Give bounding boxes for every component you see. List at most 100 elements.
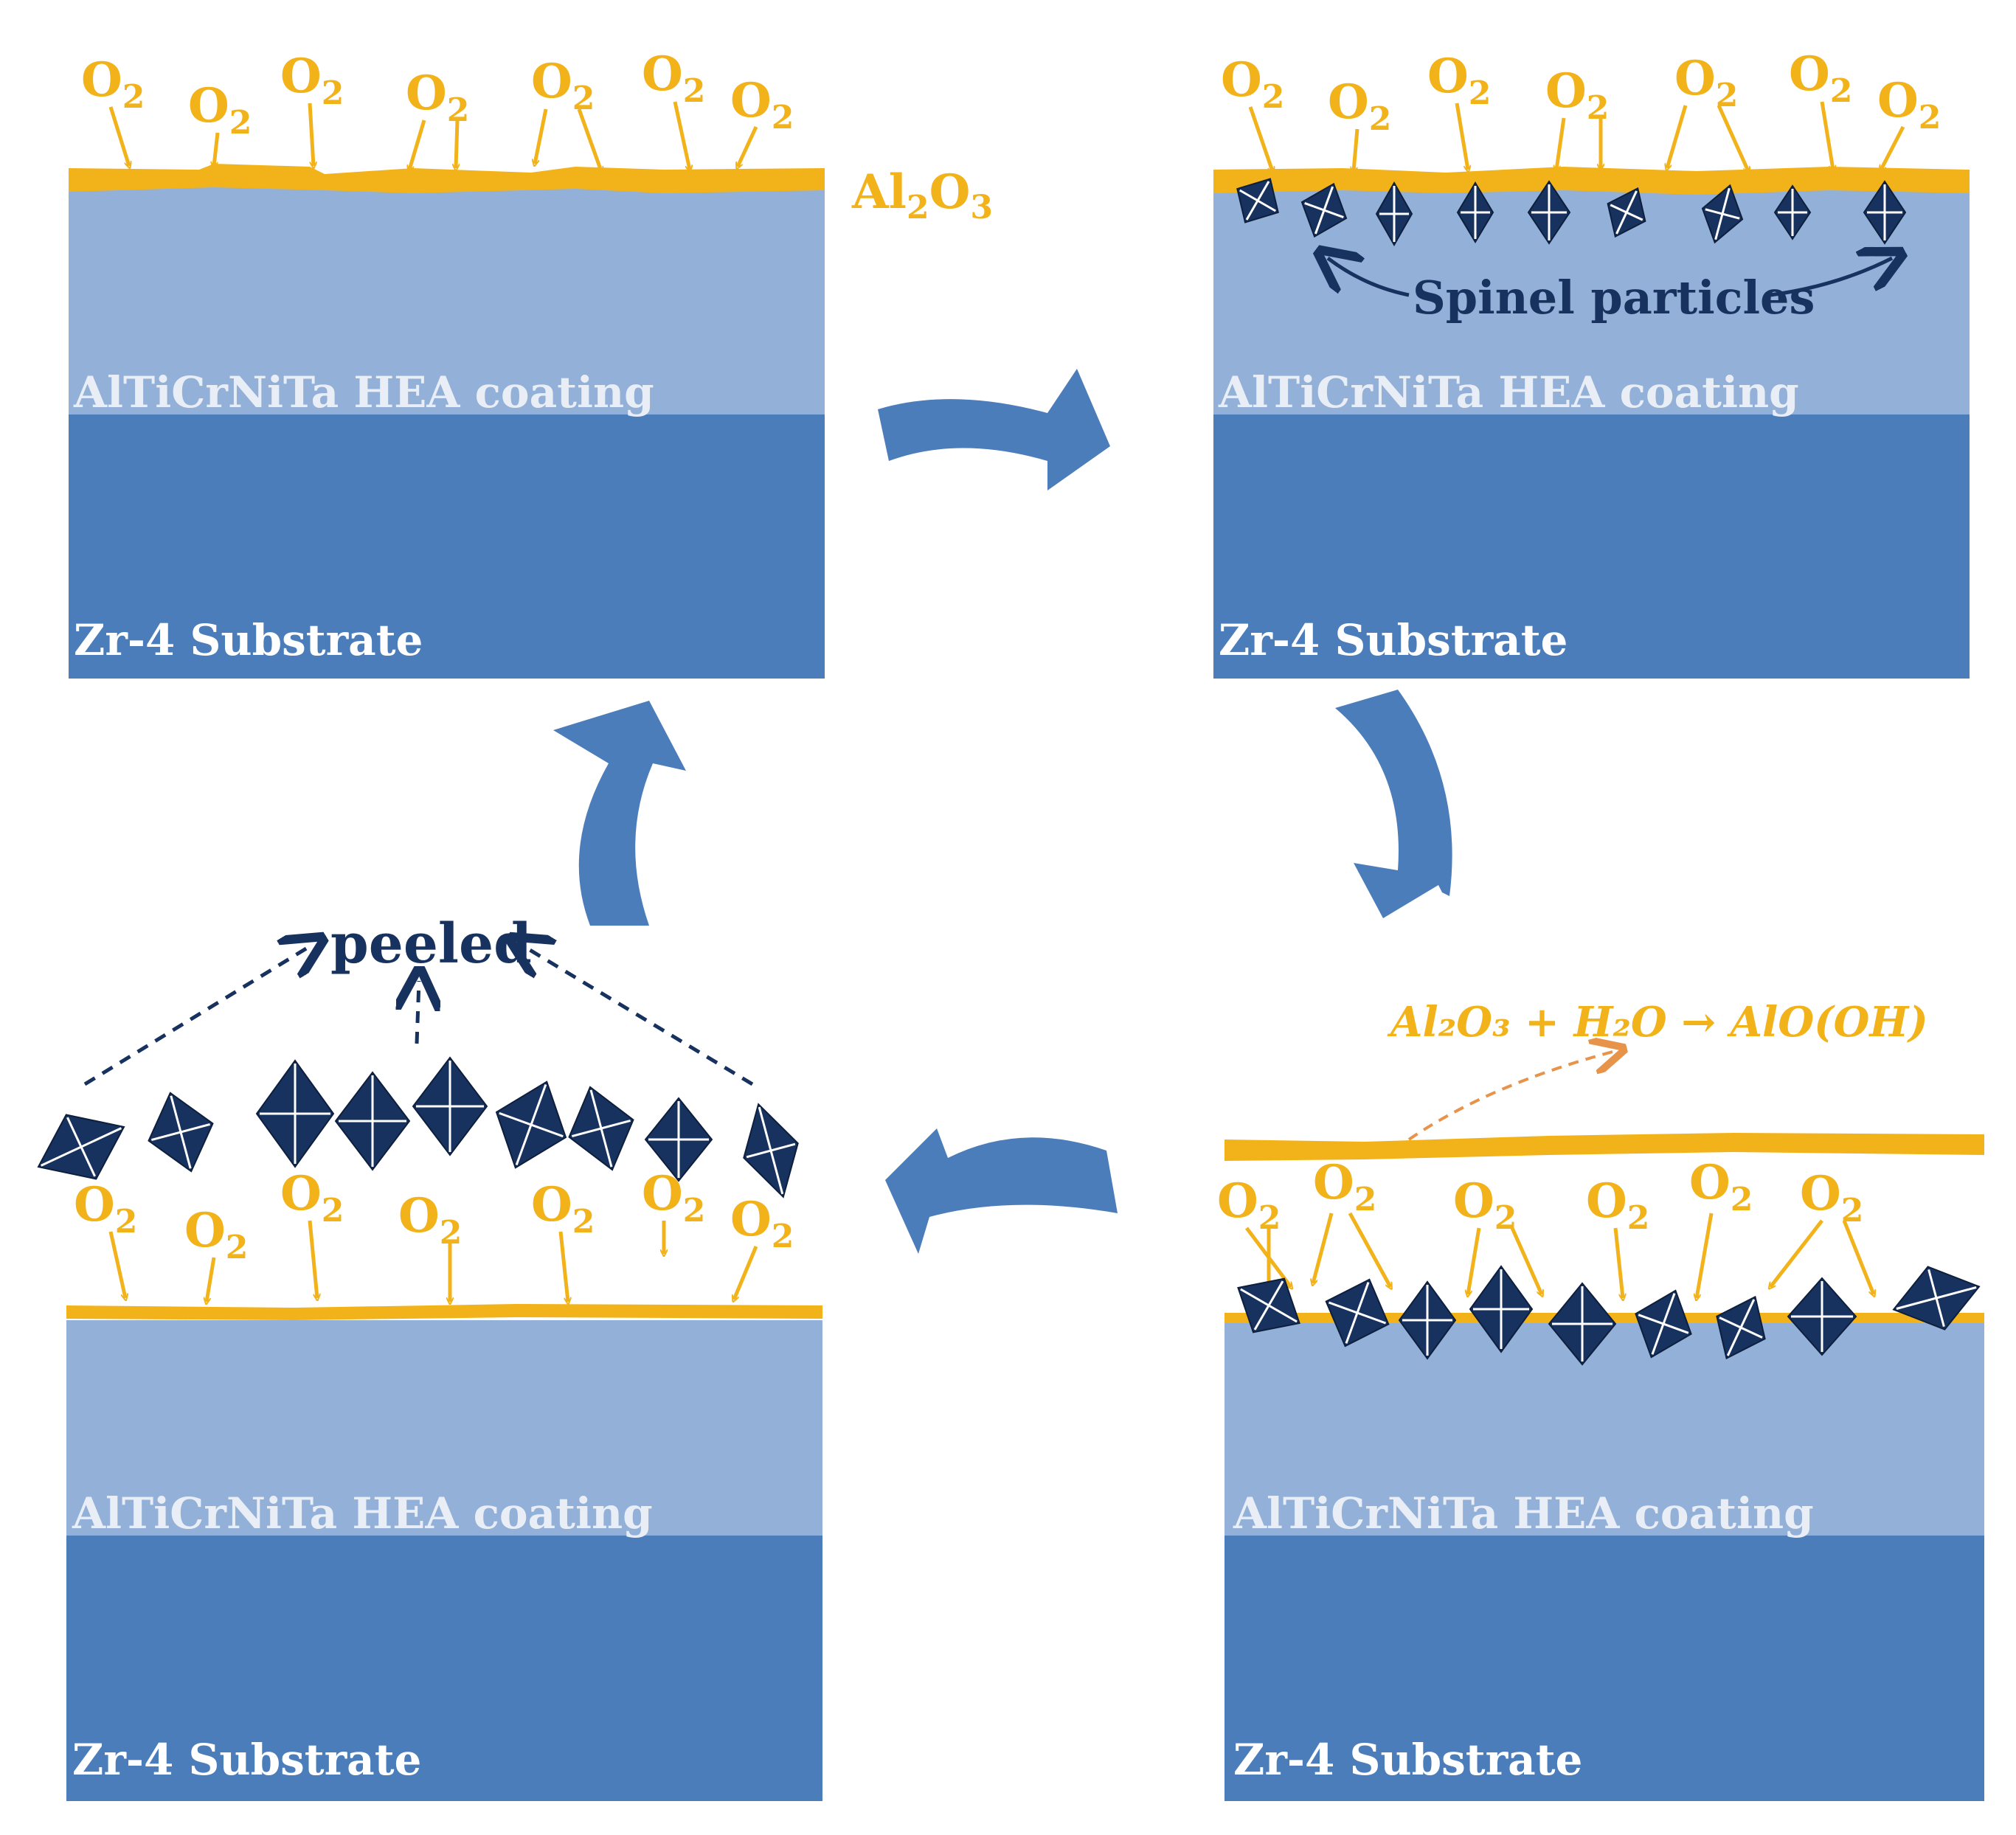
o2-arrow [108, 1231, 125, 1298]
reaction-equation: Al₂O₃ + H₂O → AlO(OH) [1387, 998, 1928, 1047]
peel-pointer-center [417, 981, 419, 1044]
spinel-particle [412, 1056, 488, 1156]
o2-label: O2 [280, 1166, 344, 1229]
al2o3-scale [69, 164, 825, 193]
o2-label: O2 [188, 78, 252, 142]
spinel-particle [644, 1097, 713, 1182]
o2-label: O2 [730, 73, 794, 136]
spinel-particle [1237, 1277, 1300, 1333]
spinel-particle [1635, 1289, 1692, 1359]
substrate-layer [69, 414, 825, 679]
o2-arrow [1455, 103, 1468, 170]
o2-arrow [1510, 1227, 1542, 1294]
al2o3-label: Al2O3 [851, 164, 993, 226]
peel-pointer-left [83, 944, 314, 1086]
detached-al2o3-film [1225, 1133, 1984, 1161]
panel-bottom-left: AlTiCrNiTa HEA coating Zr-4 Substrate O2… [37, 912, 822, 1801]
coating-label: AlTiCrNiTa HEA coating [73, 367, 654, 417]
spinel-particle [743, 1103, 799, 1199]
substrate-label: Zr-4 Substrate [74, 615, 423, 665]
o2-label: O2 [1427, 49, 1491, 112]
o2-arrow [1667, 105, 1688, 168]
coating-layer [1225, 1320, 1984, 1536]
peeled-label: peeled [330, 912, 532, 976]
substrate-layer [1225, 1536, 1984, 1801]
substrate-label: Zr-4 Substrate [1233, 1735, 1582, 1785]
o2-arrow [1348, 1212, 1390, 1287]
o2-label: O2 [1674, 51, 1738, 114]
o2-arrow [308, 103, 314, 166]
coating-layer [69, 177, 825, 414]
spinel-particle [1527, 180, 1571, 245]
panel-top-right: AlTiCrNiTa HEA coating Zr-4 Substrate O2… [1213, 46, 1970, 679]
o2-label: O2 [1689, 1155, 1753, 1218]
o2-arrow [214, 132, 220, 166]
o2-arrow [308, 1220, 317, 1298]
o2-label: O2 [730, 1192, 794, 1255]
spinel-particle [334, 1071, 411, 1171]
spinel-label: Spinel particles [1413, 271, 1815, 325]
cycle-arrow-left [885, 1128, 1118, 1254]
o2-arrow [673, 101, 690, 170]
o2-label: O2 [1217, 1173, 1281, 1237]
o2-arrow [535, 108, 548, 164]
spinel-pointer-right [1770, 258, 1892, 297]
substrate-label: Zr-4 Substrate [72, 1735, 421, 1785]
substrate-label: Zr-4 Substrate [1219, 615, 1568, 665]
o2-arrow [1770, 1219, 1823, 1287]
o2-label: O2 [1800, 1166, 1863, 1229]
o2-arrow [1354, 128, 1359, 171]
substrate-layer [66, 1536, 822, 1801]
reaction-pointer [1407, 1051, 1615, 1141]
spinel-particle [1773, 184, 1812, 240]
coating-layer [66, 1320, 822, 1536]
coating-label: AlTiCrNiTa HEA coating [1233, 1488, 1814, 1539]
o2-arrow [1248, 106, 1272, 171]
coating-label: AlTiCrNiTa HEA coating [1218, 367, 1799, 417]
spinel-particle [1398, 1280, 1457, 1360]
thin-al2o3-scale [66, 1304, 822, 1320]
spinel-particle [1863, 180, 1907, 245]
o2-arrow [456, 119, 457, 168]
o2-label: O2 [1221, 52, 1284, 116]
o2-arrow [577, 108, 601, 171]
spinel-particle [1548, 1282, 1617, 1366]
spinel-particle [1469, 1265, 1534, 1353]
peel-pointer-right [520, 944, 754, 1086]
o2-arrow [1556, 117, 1566, 170]
cycle-arrow-down [1335, 690, 1452, 918]
o2-label: O2 [642, 46, 705, 110]
o2-arrow [1820, 101, 1833, 170]
spinel-particle [148, 1092, 214, 1173]
o2-arrow [734, 1246, 758, 1300]
o2-arrow [738, 125, 758, 167]
coating-label: AlTiCrNiTa HEA coating [72, 1488, 653, 1539]
spinel-particle [1607, 187, 1646, 238]
spinel-particle [1325, 1278, 1390, 1347]
spinel-particle [1375, 181, 1413, 247]
substrate-layer [1213, 414, 1970, 679]
spinel-pointer-left [1328, 258, 1410, 297]
o2-arrow [558, 1231, 568, 1302]
o2-label: O2 [1328, 74, 1391, 138]
o2-arrow [1717, 104, 1748, 171]
spinel-particle [1456, 181, 1494, 243]
o2-label: O2 [531, 1177, 595, 1241]
o2-arrow [1842, 1220, 1874, 1294]
spinel-particle [568, 1086, 634, 1171]
o2-arrow [207, 1257, 216, 1302]
o2-arrow [1468, 1227, 1481, 1294]
o2-label: O2 [184, 1203, 248, 1266]
cycle-arrow-right [878, 369, 1110, 490]
al2o3-scale [1213, 167, 1970, 195]
o2-label: O2 [74, 1177, 137, 1241]
o2-arrow [1613, 1227, 1623, 1298]
o2-label: O2 [531, 54, 595, 117]
o2-arrow [409, 119, 426, 170]
o2-label: O2 [1789, 46, 1852, 110]
spinel-particle [1892, 1266, 1981, 1331]
